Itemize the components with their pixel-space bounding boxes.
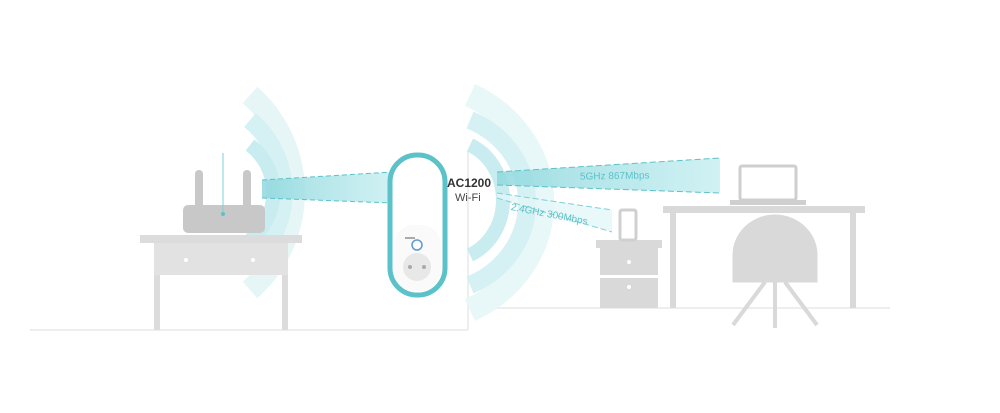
chair xyxy=(731,214,819,328)
desk xyxy=(663,206,865,308)
range-extender-icon xyxy=(387,152,448,298)
laptop-icon xyxy=(730,164,806,205)
extender-subtitle-label: Wi-Fi xyxy=(455,192,481,204)
extender-model-label: AC1200 xyxy=(447,176,492,190)
2-4ghz-beam xyxy=(497,193,612,232)
router-beam xyxy=(262,172,392,203)
phone-icon xyxy=(618,208,638,242)
5ghz-band-label: 5GHz 867Mbps xyxy=(579,170,650,183)
5ghz-beam xyxy=(497,158,720,193)
nightstand xyxy=(596,240,662,308)
router-icon xyxy=(183,153,265,233)
router-table xyxy=(140,235,302,330)
